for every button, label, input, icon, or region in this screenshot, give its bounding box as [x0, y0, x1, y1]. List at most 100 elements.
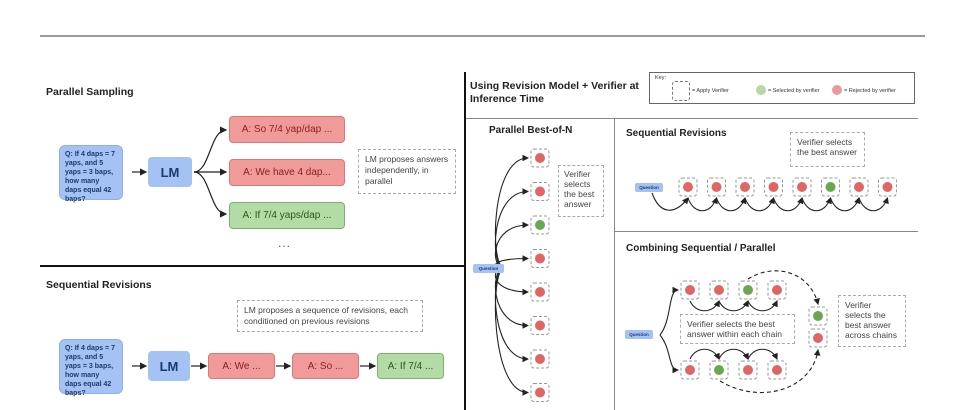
rejected-dot	[772, 365, 782, 375]
rejected-dot	[535, 287, 545, 297]
rejected-dot	[685, 285, 695, 295]
right-panel-title: Using Revision Model + Verifier at Infer…	[470, 80, 639, 105]
rejected-dot	[772, 285, 782, 295]
answer-box-rejected: A: We have 4 dap...	[229, 159, 345, 186]
apply-verifier-frame	[707, 177, 726, 197]
apply-verifier-frame	[764, 177, 783, 197]
seq-revision-arrow	[687, 196, 718, 212]
chain-bottom-revision-arrow	[689, 348, 720, 360]
verifier-node-rejected	[792, 177, 812, 197]
apply-verifier-frame	[767, 360, 787, 380]
verifier-node-rejected	[530, 316, 550, 335]
best-of-n-arrow	[494, 154, 530, 269]
seq-revision-arrow	[651, 192, 689, 211]
main-vertical-divider	[464, 72, 466, 410]
rejected-dot	[768, 182, 779, 192]
verifier-node-rejected	[878, 177, 897, 197]
more-answers-ellipsis: ...	[278, 236, 292, 250]
verifier-node-rejected	[764, 177, 783, 197]
key-apply-verifier: = Apply Verifier	[692, 88, 729, 94]
apply-verifier-frame	[530, 249, 550, 268]
best-of-n-title: Parallel Best-of-N	[489, 125, 573, 136]
combining-title: Combining Sequential / Parallel	[626, 243, 776, 254]
answer-box-selected: A: If 7/4 yaps/dap ...	[229, 202, 345, 229]
arrow-lm-to-answer-3	[193, 171, 228, 218]
apply-verifier-frame	[530, 383, 550, 402]
apply-verifier-frame	[709, 360, 729, 380]
verifier-node-rejected	[530, 383, 550, 402]
rejected-dot	[714, 285, 724, 295]
chain-top-revision-arrow	[718, 300, 749, 312]
parallel-sampling-title: Parallel Sampling	[46, 86, 134, 98]
best-of-n-arrow	[494, 267, 530, 329]
rejected-dot	[711, 182, 722, 192]
sequential-note: LM proposes a sequence of revisions, eac…	[237, 300, 423, 332]
selected-dot-icon	[756, 85, 766, 95]
question-box: Q: If 4 daps = 7 yaps, and 5 yaps = 3 ba…	[59, 145, 123, 203]
rejected-dot	[535, 387, 545, 398]
verifier-node-rejected	[767, 280, 787, 300]
question-box: Q: If 4 daps = 7 yaps, and 5 yaps = 3 ba…	[59, 339, 123, 397]
verifier-node-rejected	[735, 177, 755, 197]
apply-verifier-frame	[680, 280, 700, 300]
rejected-dot	[740, 182, 750, 192]
apply-verifier-frame	[821, 177, 840, 197]
key-rejected: = Rejected by verifier	[844, 88, 896, 94]
apply-verifier-frame	[808, 328, 828, 348]
rejected-dot-icon	[832, 85, 842, 95]
best-of-n-arrow	[494, 267, 530, 363]
rejected-dot	[743, 365, 753, 375]
best-of-n-arrow	[494, 188, 530, 269]
rejected-dot	[535, 253, 545, 264]
seq-revision-arrow	[744, 196, 775, 212]
verifier-node-selected	[530, 215, 550, 235]
lm-box: LM	[148, 351, 190, 381]
rejected-dot	[685, 365, 695, 375]
selected-dot	[813, 311, 823, 321]
apply-verifier-frame	[680, 360, 700, 380]
right-vertical-divider	[614, 118, 615, 410]
question-tag: Question	[473, 264, 504, 273]
verifier-node-selected	[738, 280, 758, 300]
apply-verifier-frame	[530, 215, 550, 235]
key-selected: = Selected by verifier	[768, 88, 820, 94]
seq-revisions-title: Sequential Revisions	[626, 128, 727, 139]
apply-verifier-frame	[530, 349, 550, 369]
chain-bottom-arrow	[659, 334, 680, 374]
apply-verifier-frame	[530, 282, 550, 302]
best-of-n-arrow	[494, 267, 530, 396]
apply-verifier-icon	[672, 81, 690, 101]
selected-dot	[743, 285, 753, 295]
revision-box-rejected: A: So ...	[292, 353, 359, 379]
selected-dot	[714, 365, 724, 375]
question-tag: Question	[635, 183, 663, 192]
across-chain-arrow-top	[747, 270, 820, 306]
apply-verifier-frame	[738, 280, 758, 300]
right-horizontal-divider	[615, 231, 918, 232]
chain-bottom-revision-arrow	[718, 348, 749, 360]
rejected-dot	[535, 153, 545, 163]
rejected-dot	[882, 182, 893, 192]
rejected-dot	[535, 354, 545, 364]
seq-revisions-note: Verifier selects the best answer	[790, 132, 865, 167]
across-chains-note: Verifier selects the best answer across …	[838, 295, 906, 347]
rejected-dot	[535, 186, 545, 197]
verifier-node-rejected	[530, 182, 550, 201]
rejected-dot	[854, 182, 864, 192]
right-header-divider	[466, 118, 918, 119]
verifier-node-rejected	[680, 280, 700, 300]
apply-verifier-frame	[735, 177, 755, 197]
chain-top-revision-arrow	[747, 300, 778, 312]
verifier-node-rejected	[678, 177, 698, 197]
question-tag: Question	[625, 330, 653, 339]
verifier-node-rejected	[738, 360, 758, 380]
apply-verifier-frame	[792, 177, 812, 197]
chain-top-arrow	[659, 286, 680, 336]
apply-verifier-frame	[530, 182, 550, 201]
seq-revision-arrow	[772, 196, 804, 212]
verifier-node-rejected	[530, 249, 550, 268]
apply-verifier-frame	[530, 148, 550, 168]
chain-top-revision-arrow	[689, 300, 720, 312]
seq-revision-arrow	[829, 196, 861, 212]
